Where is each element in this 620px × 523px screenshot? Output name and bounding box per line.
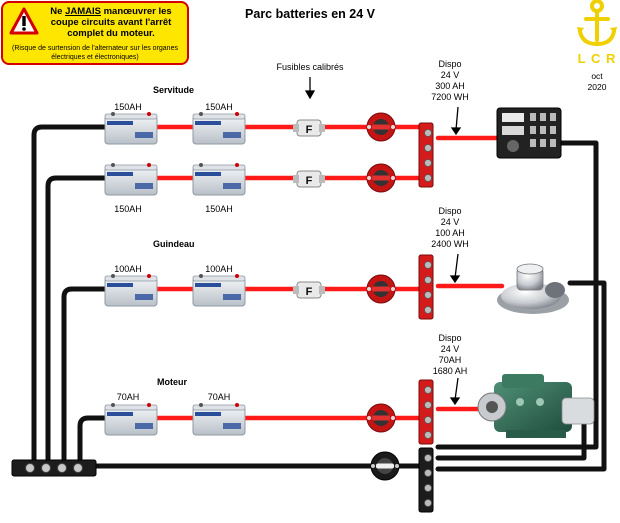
- switch-panel: [496, 107, 562, 159]
- battery-capacity-label: 150AH: [205, 204, 233, 214]
- logo-letters: L C R: [578, 51, 617, 66]
- engine: [477, 374, 595, 438]
- battery: [104, 403, 158, 436]
- warning-text-post: manœuvrer les coupe circuits avant l'arr…: [50, 6, 172, 39]
- dispo-line: 24 V: [441, 70, 460, 80]
- logo-month: oct: [591, 71, 603, 81]
- fuse: F: [293, 170, 325, 188]
- anchor-logo: [577, 0, 617, 47]
- page-title: Parc batteries en 24 V: [245, 7, 376, 21]
- warning-box: Ne JAMAIS manœuvrer les coupe circuits a…: [1, 1, 189, 65]
- fuse-label: F: [306, 124, 313, 136]
- positive-busbar: [418, 254, 434, 320]
- dispo-line: 300 AH: [435, 81, 465, 91]
- dispo-line: 24 V: [441, 344, 460, 354]
- battery: [192, 403, 246, 436]
- battery-switch: [366, 112, 396, 142]
- dispo-moteur: Dispo 24 V 70AH 1680 AH: [433, 333, 468, 376]
- dispo-line: 7200 WH: [431, 92, 469, 102]
- warning-text-emphasis: JAMAIS: [65, 6, 101, 17]
- fuse: F: [293, 281, 325, 299]
- dispo-line: Dispo: [438, 206, 461, 216]
- fuse-label: F: [306, 286, 313, 298]
- fuse: F: [293, 119, 325, 137]
- battery-capacity-label: 70AH: [208, 392, 231, 402]
- battery: [192, 274, 246, 307]
- battery-capacity-label: 150AH: [114, 102, 142, 112]
- group-label-guindeau: Guindeau: [153, 239, 195, 249]
- battery: [192, 112, 246, 145]
- warning-note: (Risque de surtension de l'alternateur s…: [12, 45, 178, 61]
- dispo-line: 2400 WH: [431, 239, 469, 249]
- warning-text-pre: Ne: [50, 6, 66, 17]
- arrows: [304, 77, 462, 406]
- dispo-line: 24 V: [441, 217, 460, 227]
- windlass: [497, 263, 569, 314]
- warning-text: Ne JAMAIS manœuvrer les coupe circuits a…: [39, 6, 183, 39]
- dispo-guindeau: Dispo 24 V 100 AH 2400 WH: [431, 206, 469, 249]
- dispo-line: 70AH: [439, 355, 462, 365]
- battery-capacity-label: 70AH: [117, 392, 140, 402]
- battery-switch: [366, 163, 396, 193]
- logo-year: 2020: [588, 82, 607, 92]
- dispo-line: 100 AH: [435, 228, 465, 238]
- negative-switch: [370, 451, 400, 481]
- battery-capacity-label: 100AH: [205, 264, 233, 274]
- battery-capacity-label: 150AH: [114, 204, 142, 214]
- dispo-servitude: Dispo 24 V 300 AH 7200 WH: [431, 59, 469, 102]
- battery-capacity-label: 150AH: [205, 102, 233, 112]
- positive-busbar: [418, 122, 434, 188]
- dispo-line: Dispo: [438, 333, 461, 343]
- battery: [104, 163, 158, 196]
- fuses-label: Fusibles calibrés: [276, 62, 344, 72]
- dispo-line: 1680 AH: [433, 366, 468, 376]
- dispo-line: Dispo: [438, 59, 461, 69]
- group-label-moteur: Moteur: [157, 377, 187, 387]
- battery: [192, 163, 246, 196]
- battery: [104, 274, 158, 307]
- battery-capacity-label: 100AH: [114, 264, 142, 274]
- positive-busbar: [418, 379, 434, 445]
- fuse-label: F: [306, 175, 313, 187]
- warning-triangle-icon: [9, 7, 39, 35]
- negative-busbar: [418, 447, 434, 513]
- battery: [104, 112, 158, 145]
- battery-switch: [366, 274, 396, 304]
- positive-wiring: [152, 124, 505, 421]
- group-label-servitude: Servitude: [153, 85, 194, 95]
- negative-common-busbar: [11, 459, 97, 477]
- battery-switch: [366, 403, 396, 433]
- negative-wiring: [31, 124, 607, 472]
